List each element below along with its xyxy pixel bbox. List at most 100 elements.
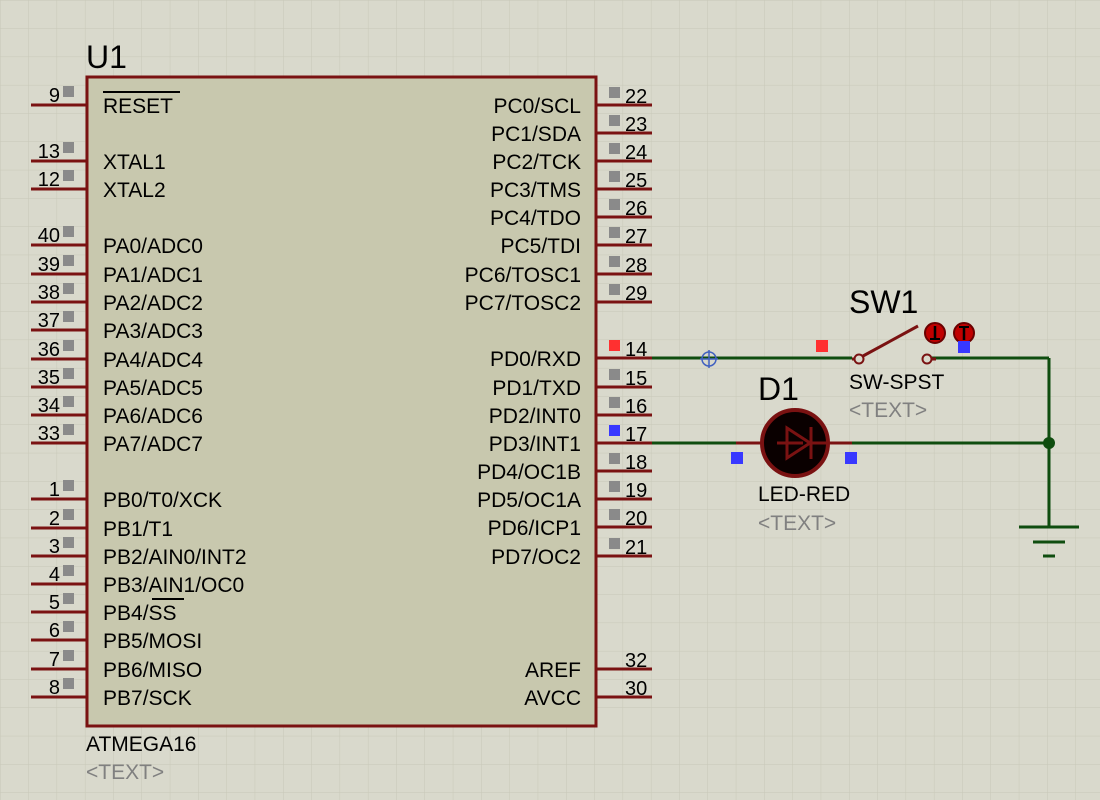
sw1-contact-right: [921, 353, 933, 365]
pin-name: PD1/TXD: [492, 377, 581, 400]
pin-number: 20: [625, 508, 647, 530]
pin-number: 21: [625, 537, 647, 559]
pin-name: PC5/TDI: [500, 235, 581, 258]
pin-name: PD4/OC1B: [477, 461, 581, 484]
pin-name: PD5/OC1A: [477, 489, 581, 512]
pin-name: RESET: [103, 95, 173, 118]
pin-name: AREF: [525, 659, 581, 682]
wire-junction-dot: [1043, 437, 1055, 449]
pin-marker: [63, 283, 74, 294]
sw1-left-pin-marker: [816, 340, 828, 352]
pin-marker: [609, 284, 620, 295]
pin-marker: [63, 255, 74, 266]
sw1-text-placeholder: <TEXT>: [849, 399, 927, 422]
pin-number: 35: [38, 367, 60, 389]
crosshair-cursor-icon: [700, 350, 718, 368]
u1-pin-21[interactable]: 21 PD7/OC2: [491, 537, 652, 569]
pin-marker: [63, 86, 74, 97]
pin-marker: [63, 621, 74, 632]
d1-text-placeholder: <TEXT>: [758, 512, 836, 535]
pin-name: PD2/INT0: [489, 405, 581, 428]
pin-marker: [63, 226, 74, 237]
pin-marker: [63, 311, 74, 322]
sw1-part-label: SW-SPST: [849, 371, 944, 394]
u1-pin-27[interactable]: 27 PC5/TDI: [500, 226, 652, 258]
d1-right-pin-marker: [845, 452, 857, 464]
pin-name: PC7/TOSC2: [465, 292, 581, 315]
pin-name: PB1/T1: [103, 518, 173, 541]
u1-pin-2[interactable]: 2 PB1/T1: [31, 508, 173, 541]
pin-marker: [609, 425, 620, 436]
sw1-close-button-icon[interactable]: [953, 322, 975, 344]
u1-pin-32[interactable]: 32 AREF: [525, 650, 652, 682]
u1-pin-22[interactable]: 22 PC0/SCL: [493, 86, 652, 118]
pin-number: 36: [38, 339, 60, 361]
pin-marker: [609, 87, 620, 98]
sw1-lever[interactable]: [862, 324, 919, 358]
pin-marker: [63, 170, 74, 181]
pin-number: 27: [625, 226, 647, 248]
pin-number: 33: [38, 423, 60, 445]
pin-number: 32: [625, 650, 647, 672]
u1-pin-15[interactable]: 15 PD1/TXD: [492, 368, 652, 400]
ground-symbol[interactable]: [1019, 525, 1079, 558]
pin-name: PA0/ADC0: [103, 235, 203, 258]
pin-name: PB4/SS: [103, 602, 177, 625]
u1-body[interactable]: [85, 75, 598, 728]
pin-marker: [63, 650, 74, 661]
pin-name: XTAL2: [103, 179, 166, 202]
pin-name: PA1/ADC1: [103, 264, 203, 287]
pin-name: PC0/SCL: [493, 95, 581, 118]
sw1-open-button-icon[interactable]: [924, 322, 946, 344]
pin-marker: [609, 481, 620, 492]
pin-number: 13: [38, 141, 60, 163]
pin-name: PD7/OC2: [491, 546, 581, 569]
sw1-contact-left: [853, 353, 865, 365]
pin-marker: [63, 509, 74, 520]
d1-component[interactable]: D1 LED-RED <TEXT>: [731, 371, 857, 535]
pin-name: AVCC: [524, 687, 581, 710]
pin-number: 24: [625, 142, 647, 164]
d1-left-pin-marker: [731, 452, 743, 464]
u1-pin-33[interactable]: 33 PA7/ADC7: [31, 423, 203, 456]
pin-marker: [63, 537, 74, 548]
pin-number: 17: [625, 424, 647, 446]
pin-name: PA7/ADC7: [103, 433, 203, 456]
pin-number: 22: [625, 86, 647, 108]
pin-number: 15: [625, 368, 647, 390]
sw1-component[interactable]: SW1 SW-SPST <TEXT>: [816, 284, 975, 422]
pin-number: 2: [49, 508, 60, 530]
